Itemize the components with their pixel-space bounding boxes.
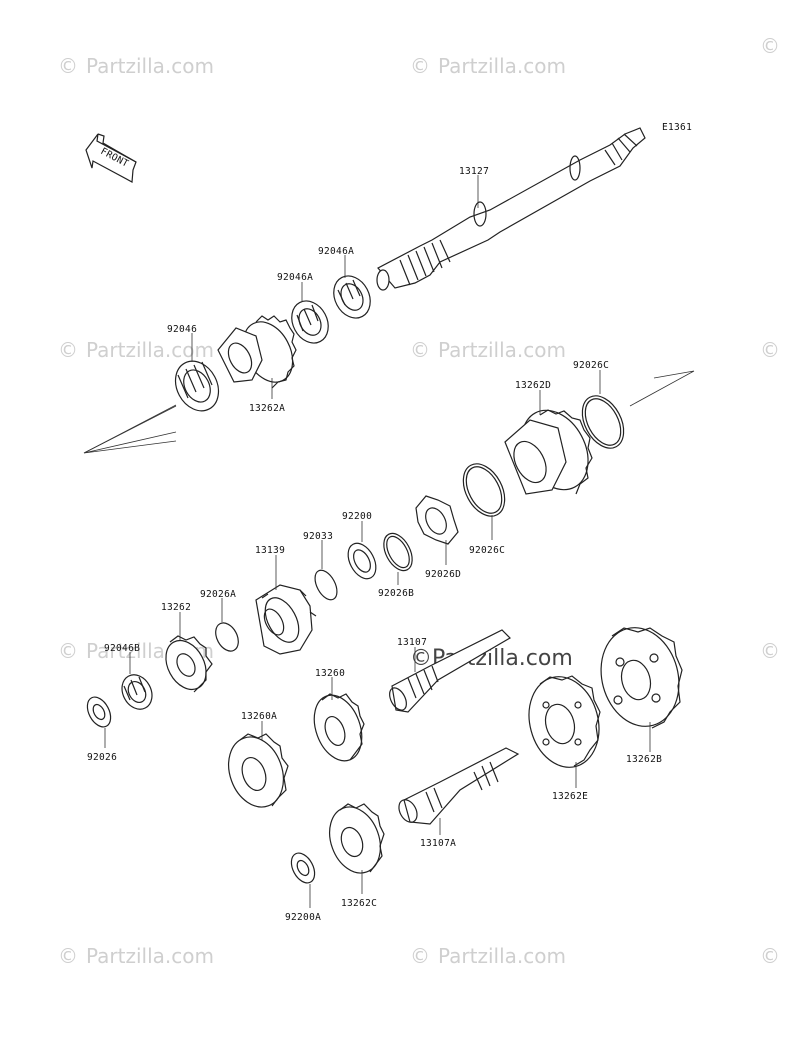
gear-13262A (217, 315, 297, 399)
part-label-92200[interactable]: 92200 (342, 511, 372, 522)
gear-13262 (165, 612, 213, 693)
part-label-13262D[interactable]: 13262D (515, 380, 551, 391)
watermark-mid-right: © (760, 338, 780, 362)
watermark-text: Partzilla.com (86, 54, 214, 78)
watermark-low-right: © (760, 639, 780, 663)
copyright-icon: © (410, 944, 430, 968)
watermark-top-mid: © Partzilla.com (410, 54, 566, 78)
part-label-92046[interactable]: 92046 (167, 324, 197, 335)
part-label-13262C[interactable]: 13262C (341, 898, 377, 909)
gear-13260 (313, 677, 365, 762)
part-label-92046B[interactable]: 92046B (104, 643, 140, 654)
gear-13262C (329, 803, 385, 894)
watermark-group: © Partzilla.com © Partzilla.com © © Part… (58, 34, 780, 968)
shaft-13107A (398, 747, 520, 835)
watermark-top-left: © Partzilla.com (58, 54, 214, 78)
gear-13260A (228, 721, 289, 808)
copyright-icon: © (410, 338, 430, 362)
part-label-92026C[interactable]: 92026C (573, 360, 609, 371)
copyright-icon: © (58, 54, 78, 78)
part-label-13260A[interactable]: 13260A (241, 711, 277, 722)
copyright-icon: © (410, 646, 432, 671)
watermark-mid-mid: © Partzilla.com (410, 338, 566, 362)
part-labels: 13127 92046A 92046A 92046 13262A 13262D … (87, 166, 662, 923)
bearing-92046A-2 (291, 282, 329, 344)
circlip-92026C-1 (581, 370, 625, 449)
part-label-92200A[interactable]: 92200A (285, 912, 321, 923)
copyright-icon: © (760, 639, 780, 663)
main-shaft-13127 (376, 127, 646, 291)
bearing-92046 (174, 333, 220, 412)
part-label-92046A[interactable]: 92046A (277, 272, 313, 283)
copyright-icon: © (760, 34, 780, 58)
washer-92026 (86, 696, 112, 748)
part-label-13262[interactable]: 13262 (161, 602, 191, 613)
part-label-13107[interactable]: 13107 (397, 637, 427, 648)
part-label-13262B[interactable]: 13262B (626, 754, 662, 765)
washer-92200 (347, 521, 377, 580)
watermark-text: Partzilla.com (438, 338, 566, 362)
watermark-text: Partzilla.com (86, 944, 214, 968)
gear-13262D (504, 390, 593, 495)
part-label-13127[interactable]: 13127 (459, 166, 489, 177)
part-label-92026C[interactable]: 92026C (469, 545, 505, 556)
washer-92026A (215, 598, 239, 652)
circlip-92026B (383, 532, 413, 585)
watermark-bottom-right: © (760, 944, 780, 968)
copyright-icon: © (58, 944, 78, 968)
shaft-13107 (389, 629, 511, 713)
watermark-text: Partzilla.com (438, 944, 566, 968)
watermark-top-right: © (760, 34, 780, 58)
watermark-bottom-left: © Partzilla.com (58, 944, 214, 968)
diagram-code: E1361 (662, 122, 692, 133)
watermark-mid-left: © Partzilla.com (58, 338, 214, 362)
part-label-13139[interactable]: 13139 (255, 545, 285, 556)
watermark-text: Partzilla.com (86, 338, 214, 362)
upper-axis (83, 370, 695, 454)
copyright-icon: © (760, 944, 780, 968)
watermark-bottom-mid: © Partzilla.com (410, 944, 566, 968)
part-label-92026[interactable]: 92026 (87, 752, 117, 763)
watermark-text: Partzilla.com (438, 54, 566, 78)
circlip-92026C-2 (462, 463, 506, 540)
part-label-13260[interactable]: 13260 (315, 668, 345, 679)
part-label-13262A[interactable]: 13262A (249, 403, 285, 414)
gear-13262E (528, 675, 601, 788)
bearing-92046A-1 (333, 255, 371, 319)
part-label-92033[interactable]: 92033 (303, 531, 333, 542)
copyright-icon: © (410, 54, 430, 78)
part-label-13107A[interactable]: 13107A (420, 838, 456, 849)
sleeve-13139 (255, 555, 317, 655)
part-label-92026D[interactable]: 92026D (425, 569, 461, 580)
washer-92026D (415, 495, 459, 565)
front-arrow-icon: FRONT (85, 133, 137, 183)
washer-92200A (290, 852, 316, 908)
copyright-icon: © (58, 639, 78, 663)
part-label-92026A[interactable]: 92026A (200, 589, 236, 600)
part-label-13262E[interactable]: 13262E (552, 791, 588, 802)
gear-13262B (600, 627, 683, 752)
part-label-92026B[interactable]: 92026B (378, 588, 414, 599)
bearing-92046B (121, 652, 153, 710)
copyright-icon: © (58, 338, 78, 362)
copyright-icon: © (760, 338, 780, 362)
circlip-92033 (314, 540, 338, 601)
part-label-92046A[interactable]: 92046A (318, 246, 354, 257)
